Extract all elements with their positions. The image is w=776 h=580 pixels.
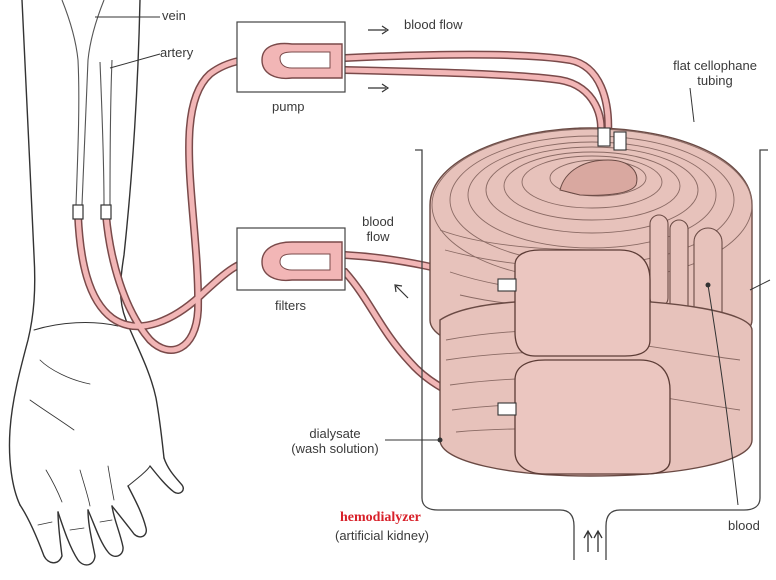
up-arrows: [584, 531, 602, 552]
label-flat-cellophane: flat cellophane tubing: [660, 58, 770, 88]
label-hemodialyzer: hemodialyzer: [340, 510, 421, 525]
label-vein: vein: [162, 8, 186, 23]
label-flat-cellophane-line1: flat cellophane: [660, 58, 770, 73]
label-artery: artery: [160, 45, 193, 60]
label-pump: pump: [272, 99, 305, 114]
label-artificial-kidney: (artificial kidney): [335, 528, 429, 543]
filters-box: [237, 228, 345, 290]
arm-and-hand: [9, 0, 183, 565]
vein-artery-lines: [62, 0, 112, 205]
label-dialysate-line1: dialysate: [280, 426, 390, 441]
dialysate-dot: [438, 438, 443, 443]
label-filters: filters: [275, 298, 306, 313]
pump-box: [237, 22, 345, 92]
label-blood: blood: [728, 518, 760, 533]
label-blood-flow-mid: blood flow: [352, 214, 404, 244]
label-blood-flow-top: blood flow: [404, 17, 463, 32]
label-blood-flow-mid-line1: blood: [352, 214, 404, 229]
label-flat-cellophane-line2: tubing: [660, 73, 770, 88]
label-dialysate: dialysate (wash solution): [280, 426, 390, 456]
label-blood-flow-mid-line2: flow: [352, 229, 404, 244]
label-dialysate-line2: (wash solution): [280, 441, 390, 456]
